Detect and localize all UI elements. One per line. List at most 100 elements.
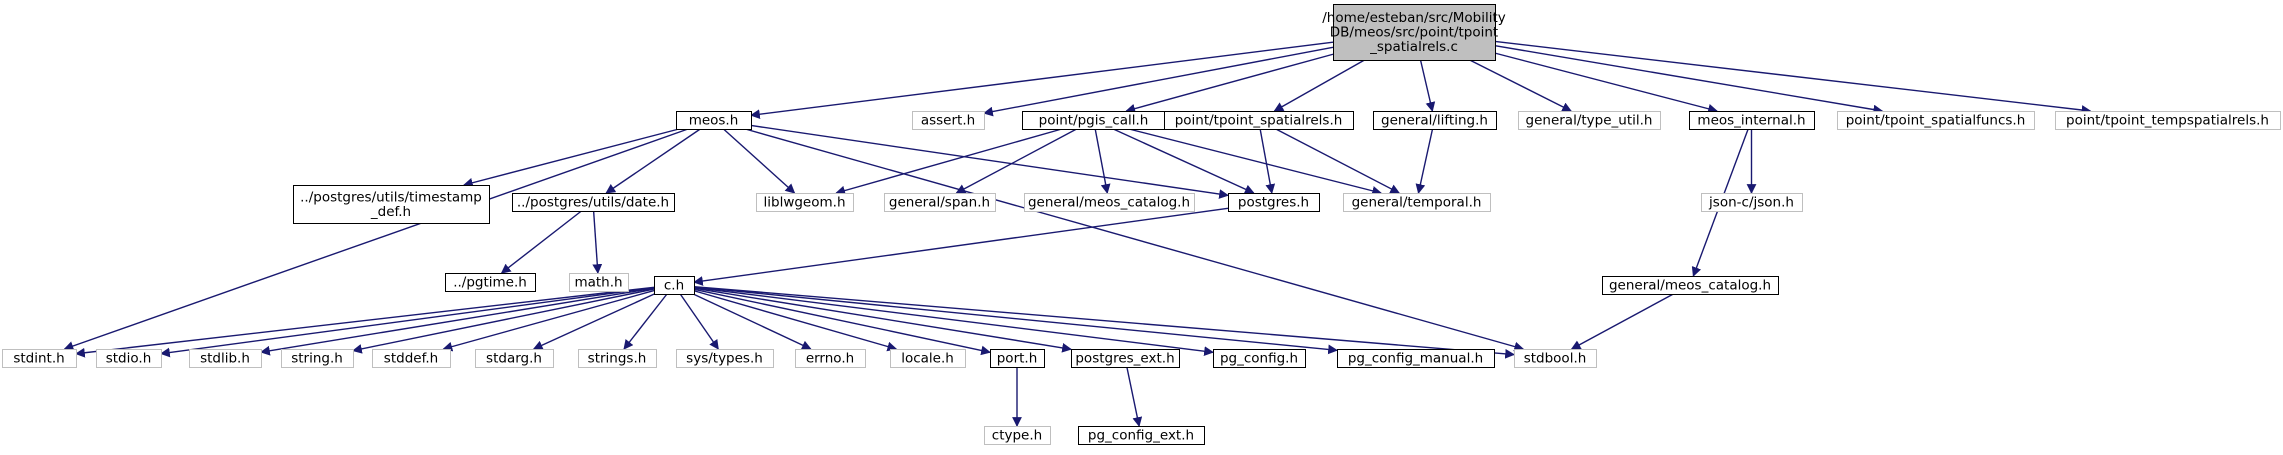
- node-meos-internal-h[interactable]: meos_internal.h: [1689, 111, 1815, 130]
- edge-meos_h-to-timestamp_def_h: [462, 128, 680, 188]
- edge-c_h-to-locale_h: [693, 290, 898, 352]
- edge-tpoint_spatialrels_h-to-temporal_h: [1275, 128, 1401, 194]
- node-box: [281, 349, 354, 368]
- node-box: [1024, 193, 1195, 212]
- node-label: general/meos_catalog.h: [1028, 195, 1190, 211]
- node-box: [1701, 193, 1803, 212]
- node-box: [2055, 111, 2281, 130]
- edge-pgis_call_h-to-liblwgeom_h: [835, 128, 1062, 196]
- node-box: [512, 193, 675, 212]
- node-box: [676, 349, 774, 368]
- node-timestamp-def-h[interactable]: ../postgres/utils/timestamp_def.h: [293, 185, 490, 224]
- edge-c_h-to-postgres_ext_h: [693, 287, 1072, 353]
- node-box: [676, 111, 752, 130]
- node-box: [990, 349, 1045, 368]
- node-date-h[interactable]: ../postgres/utils/date.h: [512, 193, 675, 212]
- edge-root-to-pgis_call_h: [1125, 53, 1334, 114]
- edge-date_h-to-math_h: [592, 210, 603, 274]
- edge-root-to-meos_internal_h: [1494, 52, 1718, 114]
- edge-c_h-to-strings_h: [623, 293, 668, 350]
- node-box: [1343, 193, 1491, 212]
- node-box: [1602, 276, 1779, 295]
- edge-meos_h-to-postgres_h: [750, 124, 1229, 199]
- edge-root-to-type_util_h: [1469, 59, 1572, 112]
- node-stdarg-h: stdarg.h: [475, 349, 554, 368]
- node-box: [1689, 111, 1815, 130]
- node-meos-h[interactable]: meos.h: [676, 111, 752, 130]
- edge-pgis_call_h-to-span_h: [955, 128, 1077, 194]
- node-label: ../postgres/utils/timestamp: [300, 189, 482, 205]
- node-label: postgres.h: [1238, 195, 1309, 211]
- node-box: [1337, 349, 1495, 368]
- node-port-h[interactable]: port.h: [990, 349, 1045, 368]
- edge-lifting_h-to-temporal_h: [1415, 128, 1434, 194]
- node-box: [890, 349, 966, 368]
- node-liblwgeom-h: liblwgeom.h: [756, 193, 854, 212]
- node-label: postgres_ext.h: [1075, 351, 1174, 367]
- edge-meos_h-to-liblwgeom_h: [723, 128, 796, 194]
- edge-c_h-to-stdbool_h: [693, 285, 1515, 359]
- node-label: stddef.h: [384, 351, 438, 367]
- node-box: [1514, 349, 1597, 368]
- node-box: [578, 349, 657, 368]
- edge-root-to-assert_h: [983, 46, 1334, 117]
- node-box: [1518, 111, 1661, 130]
- node-label: general/lifting.h: [1381, 113, 1488, 129]
- node-root[interactable]: /home/esteban/src/MobilityDB/meos/src/po…: [1322, 4, 1506, 61]
- node-meos-catalog-h2[interactable]: general/meos_catalog.h: [1602, 276, 1779, 295]
- node-temporal-h: general/temporal.h: [1343, 193, 1491, 212]
- node-type-util-h: general/type_util.h: [1518, 111, 1661, 130]
- node-stdio-h: stdio.h: [96, 349, 162, 368]
- node-c-h[interactable]: c.h: [654, 276, 695, 295]
- node-label: stdint.h: [13, 351, 64, 367]
- node-box: [654, 276, 695, 295]
- node-label: _def.h: [370, 204, 411, 220]
- node-label: ctype.h: [992, 428, 1042, 444]
- node-box: [1228, 193, 1320, 212]
- edge-c_h-to-stddef_h: [442, 289, 655, 352]
- node-label: DB/meos/src/point/tpoint: [1330, 25, 1498, 41]
- node-label: general/type_util.h: [1526, 113, 1653, 129]
- node-pg-config-manual-h[interactable]: pg_config_manual.h: [1337, 349, 1495, 368]
- edge-postgres_h-to-c_h: [693, 207, 1229, 286]
- node-stdbool-h: stdbool.h: [1514, 349, 1597, 368]
- node-label: general/temporal.h: [1352, 195, 1482, 211]
- edge-c_h-to-stdarg_h: [532, 293, 655, 350]
- node-box: [189, 349, 262, 368]
- node-stdlib-h: stdlib.h: [189, 349, 262, 368]
- node-label: string.h: [291, 351, 343, 367]
- node-locale-h: locale.h: [890, 349, 966, 368]
- edge-meos_h-to-date_h: [605, 128, 701, 194]
- node-sys-types-h: sys/types.h: [676, 349, 774, 368]
- node-box: [1837, 111, 2035, 130]
- node-box: [569, 273, 629, 292]
- node-tpoint-tempspatialrels-h: point/tpoint_tempspatialrels.h: [2055, 111, 2281, 130]
- edge-c_h-to-sys_types_h: [679, 293, 719, 350]
- node-tpoint-spatialrels-h[interactable]: point/tpoint_spatialrels.h: [1164, 111, 1354, 130]
- edge-c_h-to-stdlib_h: [260, 287, 655, 356]
- node-postgres-h[interactable]: postgres.h: [1228, 193, 1320, 212]
- edge-meos_h-to-stdbool_h: [745, 128, 1525, 352]
- node-pg-config-h[interactable]: pg_config.h: [1213, 349, 1306, 368]
- node-label: stdlib.h: [200, 351, 250, 367]
- node-label: general/span.h: [889, 195, 990, 211]
- edge-c_h-to-stdio_h: [160, 286, 655, 358]
- node-label: pg_config_ext.h: [1088, 428, 1194, 444]
- edge-c_h-to-pg_config_manual_h: [693, 286, 1338, 355]
- node-label: locale.h: [901, 351, 954, 367]
- edge-pgis_call_h-to-postgres_h: [1112, 128, 1255, 194]
- node-pg-config-ext-h[interactable]: pg_config_ext.h: [1078, 426, 1205, 445]
- edge-c_h-to-stdint_h: [75, 286, 655, 358]
- node-pgis-call-h[interactable]: point/pgis_call.h: [1022, 111, 1166, 130]
- node-label: stdarg.h: [486, 351, 542, 367]
- node-label: json-c/json.h: [1708, 195, 1794, 211]
- edge-root-to-lifting_h: [1419, 59, 1436, 112]
- nodes-layer: /home/esteban/src/MobilityDB/meos/src/po…: [2, 4, 2281, 445]
- node-box: [1078, 426, 1205, 445]
- node-postgres-ext-h[interactable]: postgres_ext.h: [1071, 349, 1180, 368]
- edge-pgis_call_h-to-temporal_h: [1128, 128, 1382, 196]
- node-lifting-h[interactable]: general/lifting.h: [1373, 111, 1497, 130]
- node-box: [1213, 349, 1306, 368]
- node-pgtime-h[interactable]: ../pgtime.h: [445, 273, 536, 292]
